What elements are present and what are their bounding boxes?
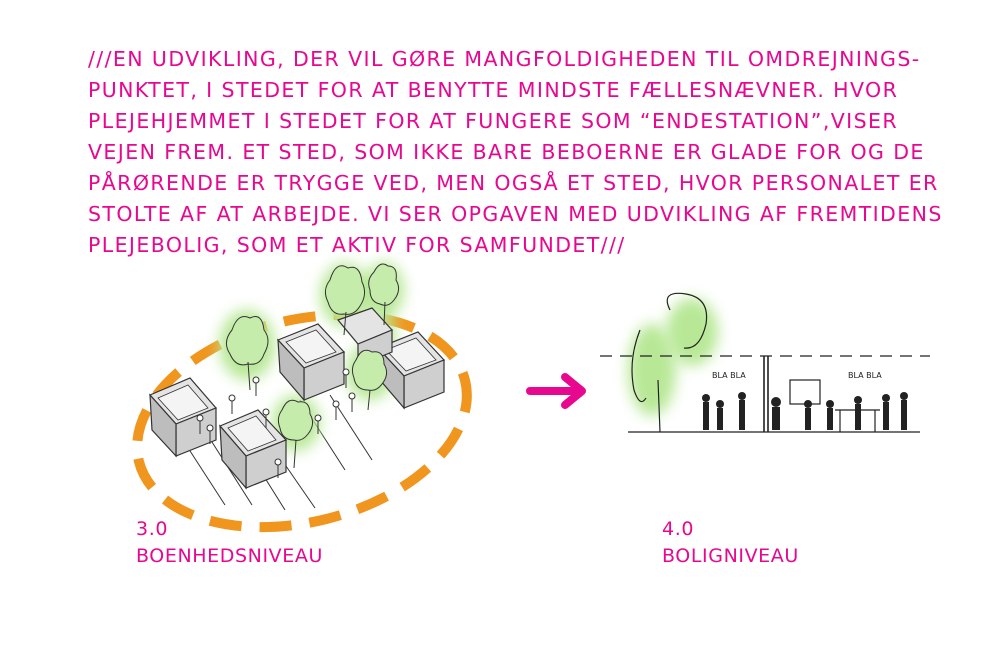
- level-number: 3.0: [136, 518, 169, 540]
- level-name: BOLIGNIVEAU: [662, 545, 799, 567]
- tree-glow-right: [666, 298, 718, 366]
- building-units: [148, 307, 446, 490]
- speech-bubble-right: BLA BLA: [848, 371, 882, 380]
- people-silhouettes: [702, 392, 908, 430]
- people-figures: [196, 368, 356, 478]
- level-label-boenhedsniveau: 3.0 BOENHEDSNIVEAU: [136, 516, 323, 570]
- section-lines: [600, 292, 930, 433]
- dashed-boundary-ellipse: [132, 309, 472, 533]
- intro-quote-text: ///EN UDVIKLING, DER VIL GØRE MANGFOLDIG…: [88, 47, 943, 257]
- level-label-boligniveau: 4.0 BOLIGNIVEAU: [662, 516, 799, 570]
- tree-glow-left: [628, 324, 676, 416]
- dwelling-section-sketch: [600, 292, 930, 433]
- level-name: BOENHEDSNIVEAU: [136, 545, 323, 567]
- speech-bubble-left: BLA BLA: [712, 371, 746, 380]
- level-number: 4.0: [662, 518, 695, 540]
- trees: [226, 263, 400, 469]
- housing-unit-sketch: [132, 262, 472, 533]
- transition-arrow-icon: [526, 373, 586, 409]
